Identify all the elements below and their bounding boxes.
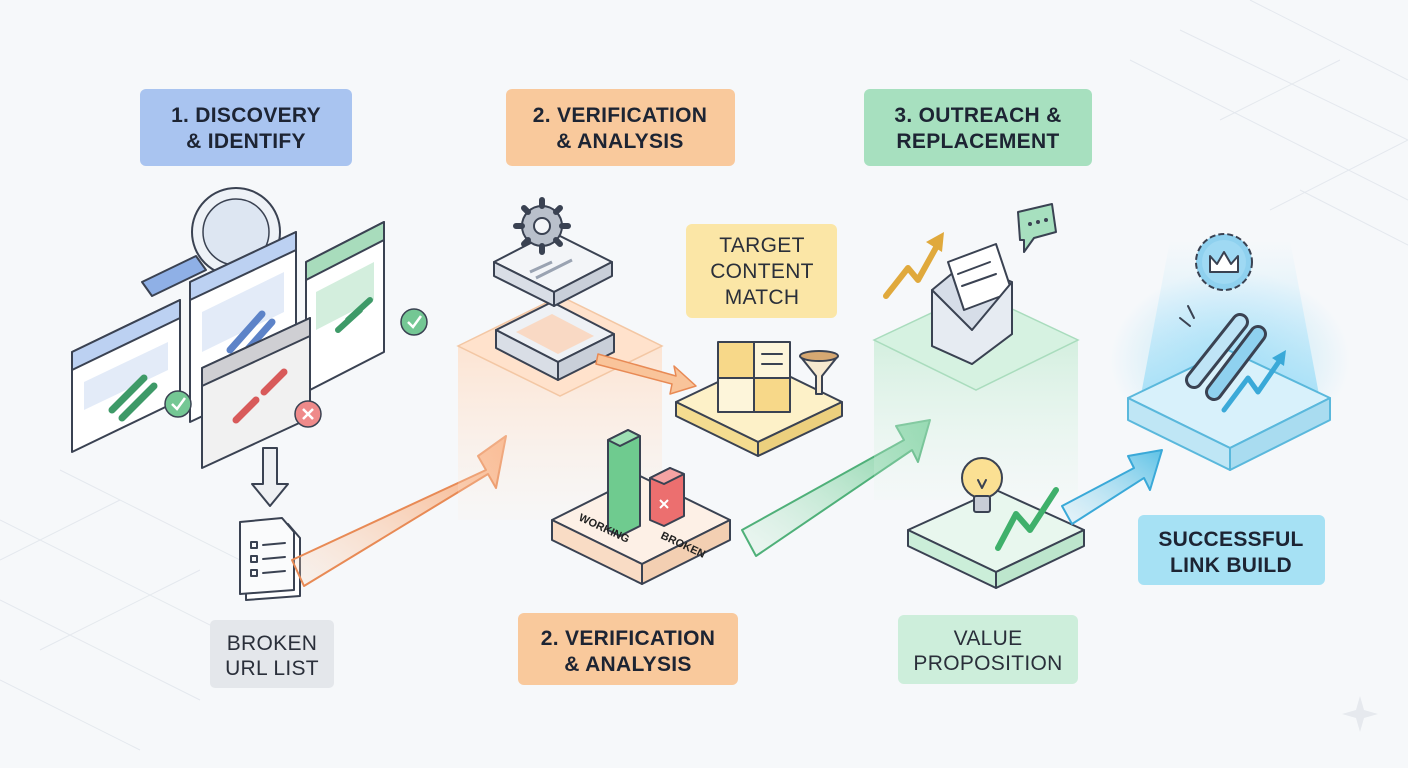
checkmark-icon: [400, 308, 428, 336]
comparison-bars-platform: WORKING BROKEN: [551, 429, 731, 585]
value-proposition-line-2: PROPOSITION: [913, 652, 1062, 675]
broken-link-icon: [232, 368, 288, 424]
value-proposition-note: VALUE PROPOSITION: [898, 615, 1078, 684]
success-platform: [1110, 240, 1350, 471]
document-list-icon: [239, 517, 301, 601]
verification-bottom-line-2: & ANALYSIS: [564, 653, 691, 676]
growth-line-icon: [995, 487, 1059, 551]
successful-link-build-note: SUCCESSFUL LINK BUILD: [1138, 515, 1325, 585]
background-grid: [0, 0, 1408, 751]
discovery-label-line-1: 1. DISCOVERY: [171, 104, 321, 127]
target-content-line-1: TARGET: [719, 234, 804, 257]
browser-window-broken: [201, 317, 322, 469]
magnifier-icon: [141, 187, 281, 297]
sparkle-icon: [1179, 305, 1195, 327]
broken-bar: [649, 467, 685, 527]
broken-url-list-line-1: BROKEN: [227, 632, 318, 655]
puzzle-platform: [675, 341, 843, 457]
verification-top-line-1: 2. VERIFICATION: [533, 104, 707, 127]
flow-arrow-orange-small: [595, 353, 697, 395]
broken-url-list-line-2: URL LIST: [225, 657, 319, 680]
chain-link-icon: [335, 297, 373, 333]
down-arrow-icon: [251, 447, 289, 507]
envelope-icon: [931, 243, 1013, 365]
verification-bottom-line-1: 2. VERIFICATION: [541, 627, 715, 650]
browser-window-blue-left: [71, 299, 192, 453]
target-content-line-2: CONTENT: [710, 260, 814, 283]
discovery-stage-label: 1. DISCOVERY & IDENTIFY: [140, 89, 352, 166]
target-content-match-note: TARGET CONTENT MATCH: [686, 224, 837, 318]
idea-platform: [907, 457, 1085, 589]
gear-icon: [513, 197, 571, 255]
verification-stage-label-top: 2. VERIFICATION & ANALYSIS: [506, 89, 735, 166]
server-platform: [495, 301, 615, 381]
verification-stage-label-bottom: 2. VERIFICATION & ANALYSIS: [518, 613, 738, 685]
working-bar: [607, 429, 641, 537]
success-line-1: SUCCESSFUL: [1158, 528, 1303, 551]
flow-arrow-blue: [1061, 449, 1163, 525]
target-content-line-3: MATCH: [725, 286, 800, 309]
checkmark-icon: [164, 390, 192, 418]
funnel-icon: [799, 350, 839, 395]
lightbulb-icon: [961, 457, 1003, 513]
discovery-label-line-2: & IDENTIFY: [186, 130, 306, 153]
chain-link-icon: [108, 374, 158, 422]
outreach-line-2: REPLACEMENT: [896, 130, 1059, 153]
gear-module: [493, 197, 613, 307]
value-proposition-line-1: VALUE: [954, 627, 1023, 650]
crown-badge-icon: [1195, 233, 1253, 291]
browser-window-green: [305, 221, 428, 393]
trending-up-arrow-icon: [883, 232, 944, 299]
broken-url-list-note: BROKEN URL LIST: [210, 620, 334, 688]
success-line-2: LINK BUILD: [1170, 554, 1292, 577]
outreach-stage-label: 3. OUTREACH & REPLACEMENT: [864, 89, 1092, 166]
sparkle-watermark-icon: [1342, 696, 1378, 732]
puzzle-icon: [717, 341, 791, 413]
growth-arrow-icon: [1221, 357, 1283, 413]
chain-link-icon: [1185, 313, 1267, 401]
chat-bubble-icon: [1017, 203, 1057, 253]
outreach-line-1: 3. OUTREACH &: [894, 104, 1061, 127]
verification-top-line-2: & ANALYSIS: [556, 130, 683, 153]
